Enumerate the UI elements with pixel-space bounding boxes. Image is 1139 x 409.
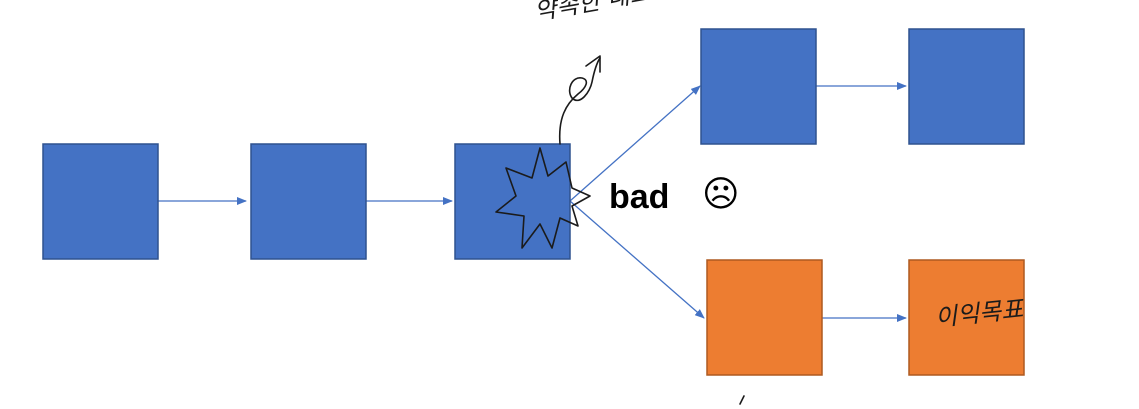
pen-mark [739,395,745,405]
node-1[interactable] [42,143,159,260]
node-3[interactable] [454,143,571,260]
frowning-face-icon: ☹ [702,174,740,215]
handwritten-top-note: 약속한 대로 해봐요. [532,0,733,26]
node-6[interactable] [706,259,823,376]
node-7[interactable] [908,259,1025,376]
node-4[interactable] [700,28,817,145]
explosion-scribble [495,147,591,249]
curly-arrow [558,57,601,145]
node-2[interactable] [250,143,367,260]
node-5[interactable] [908,28,1025,145]
edge-3-to-4 [569,85,701,202]
edge-3-to-6 [569,200,705,319]
curly-arrow-head [585,55,601,73]
bad-label: bad [609,178,669,216]
